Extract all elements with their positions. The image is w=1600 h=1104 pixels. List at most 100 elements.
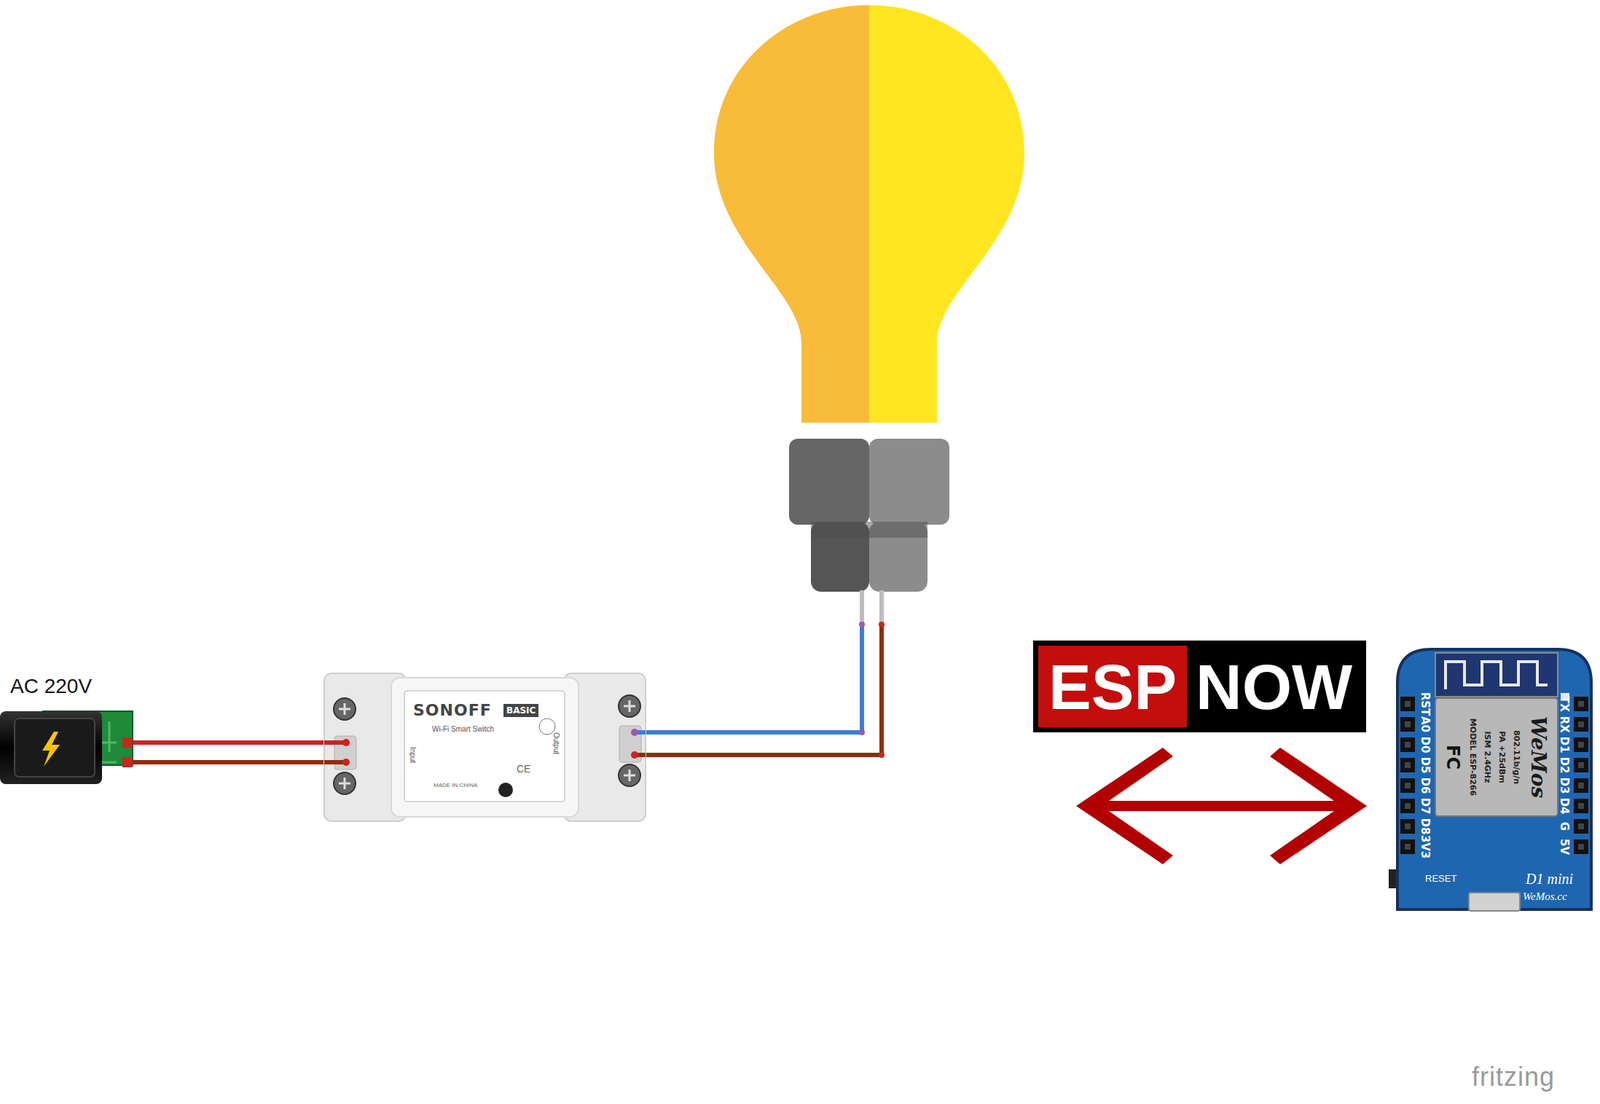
label-text: SONOFF	[413, 700, 492, 720]
header-pin	[1400, 818, 1415, 834]
double-arrow	[1076, 747, 1367, 865]
pin-hole	[1404, 843, 1411, 850]
header-pin	[1573, 696, 1589, 712]
label-panel	[404, 690, 565, 802]
wire-joint	[878, 751, 885, 758]
label-text: D3	[1557, 777, 1571, 795]
pad	[122, 757, 133, 768]
pin-hole	[1404, 700, 1411, 707]
label-text: NOW	[1186, 645, 1362, 728]
screw-slot	[338, 703, 351, 715]
lightning-symbol	[42, 731, 60, 767]
espnow-logo: ESPNOW	[1033, 640, 1367, 733]
bulb-contact	[879, 590, 884, 625]
sonoff-switch: SONOFFBASICWi-Fi Smart SwitchInputOutput…	[324, 673, 646, 822]
watermark: fritzing	[1471, 1063, 1555, 1090]
label-text: ISM 2.4GHz	[1482, 731, 1493, 784]
label-text: PA +25dBm	[1497, 730, 1507, 784]
terminal-screw	[333, 697, 356, 720]
label-text: WeMos	[1526, 716, 1551, 798]
label-text: D4	[1557, 797, 1571, 815]
header-pin	[1400, 716, 1415, 732]
label-text: 3V3	[1418, 834, 1432, 859]
power-plug: AC 220V	[0, 670, 133, 787]
bulb-contact	[859, 590, 865, 625]
pin-hole	[1404, 782, 1411, 789]
sonoff-drawing	[324, 673, 646, 822]
pcb-trace	[102, 721, 117, 763]
pin-hole	[1578, 721, 1584, 728]
pin-hole	[1578, 762, 1584, 768]
bulb-base-right	[869, 438, 950, 525]
plug-body	[0, 711, 103, 784]
label-text: D2	[1557, 757, 1571, 774]
metal-shield	[1435, 697, 1558, 817]
label-text: BASIC	[503, 703, 539, 717]
brown-wire	[634, 624, 882, 755]
label-text: Wi-Fi Smart Switch	[432, 725, 494, 733]
header-pin	[1400, 696, 1415, 712]
power-wire	[132, 762, 325, 763]
board-outline	[1397, 649, 1592, 910]
label-text: A0	[1418, 716, 1432, 733]
screw-slot	[623, 700, 636, 712]
esp-module: FC MODEL ESP-8266 ISM 2.4GHz PA +25dBm 802.1…	[1435, 652, 1558, 817]
pin-hole	[1578, 741, 1584, 748]
label-text: D5	[1418, 757, 1432, 774]
label-text: D6	[1418, 777, 1432, 795]
power-wire	[132, 742, 325, 744]
pin-hole	[1578, 782, 1584, 789]
blue-wire	[634, 624, 862, 733]
label-text: 802.11b/g/n	[1511, 730, 1522, 784]
wire-line	[132, 740, 325, 745]
label-text: TX	[1557, 695, 1571, 712]
terminal-dot	[342, 758, 350, 766]
bulb-base-left	[789, 438, 870, 525]
label-text: RX	[1557, 715, 1571, 733]
terminal-dot	[342, 738, 350, 747]
label-text: D1	[1557, 736, 1571, 754]
terminal-screw	[618, 695, 641, 717]
push-button	[498, 782, 513, 798]
pin-hole	[1578, 802, 1584, 809]
terminal-dot	[630, 751, 639, 759]
pin-hole	[1578, 823, 1584, 830]
label-text: AC 220V	[10, 676, 92, 697]
pin-hole	[1404, 721, 1411, 728]
label-text: MODEL ESP-8266	[1468, 718, 1478, 796]
screw-slot	[623, 769, 636, 782]
header-pin	[1573, 737, 1589, 752]
wire-joint	[859, 621, 865, 628]
label-text: D1 mini	[1525, 870, 1574, 888]
usb-port	[1468, 892, 1520, 911]
pin-hole	[1578, 843, 1584, 850]
header-pin	[1400, 798, 1415, 814]
header-pin	[1573, 839, 1589, 854]
light-bulb	[714, 5, 1025, 625]
wire-line	[132, 759, 325, 765]
pin-hole	[1404, 762, 1411, 768]
label-text: D8	[1418, 818, 1432, 835]
label-text: D7	[1418, 797, 1432, 815]
label-text: CE	[516, 763, 531, 774]
lamp-wires	[634, 621, 885, 758]
housing	[391, 677, 579, 817]
terminal-screw	[333, 772, 356, 795]
plug-sleeve	[14, 718, 95, 777]
label-text: MADE IN CHINA	[433, 782, 478, 789]
d1-mini-board: RSTA0D0D5D6D7D83V3TXRXD1D2D3D4G5VRESETD1…	[1395, 647, 1593, 911]
label-text: WeMos.cc	[1522, 890, 1568, 903]
label-text: 5V	[1557, 838, 1571, 855]
header-pin	[1573, 757, 1589, 773]
label-text: RST	[1418, 692, 1432, 717]
label-text: G	[1557, 821, 1571, 831]
header-pin	[1400, 737, 1415, 752]
pin-hole	[1404, 823, 1411, 830]
antenna-area	[1435, 652, 1558, 697]
header-pin	[1573, 818, 1589, 834]
label-text: D0	[1418, 736, 1432, 754]
label-text: FC	[1442, 744, 1464, 770]
screw-slot	[338, 777, 351, 790]
